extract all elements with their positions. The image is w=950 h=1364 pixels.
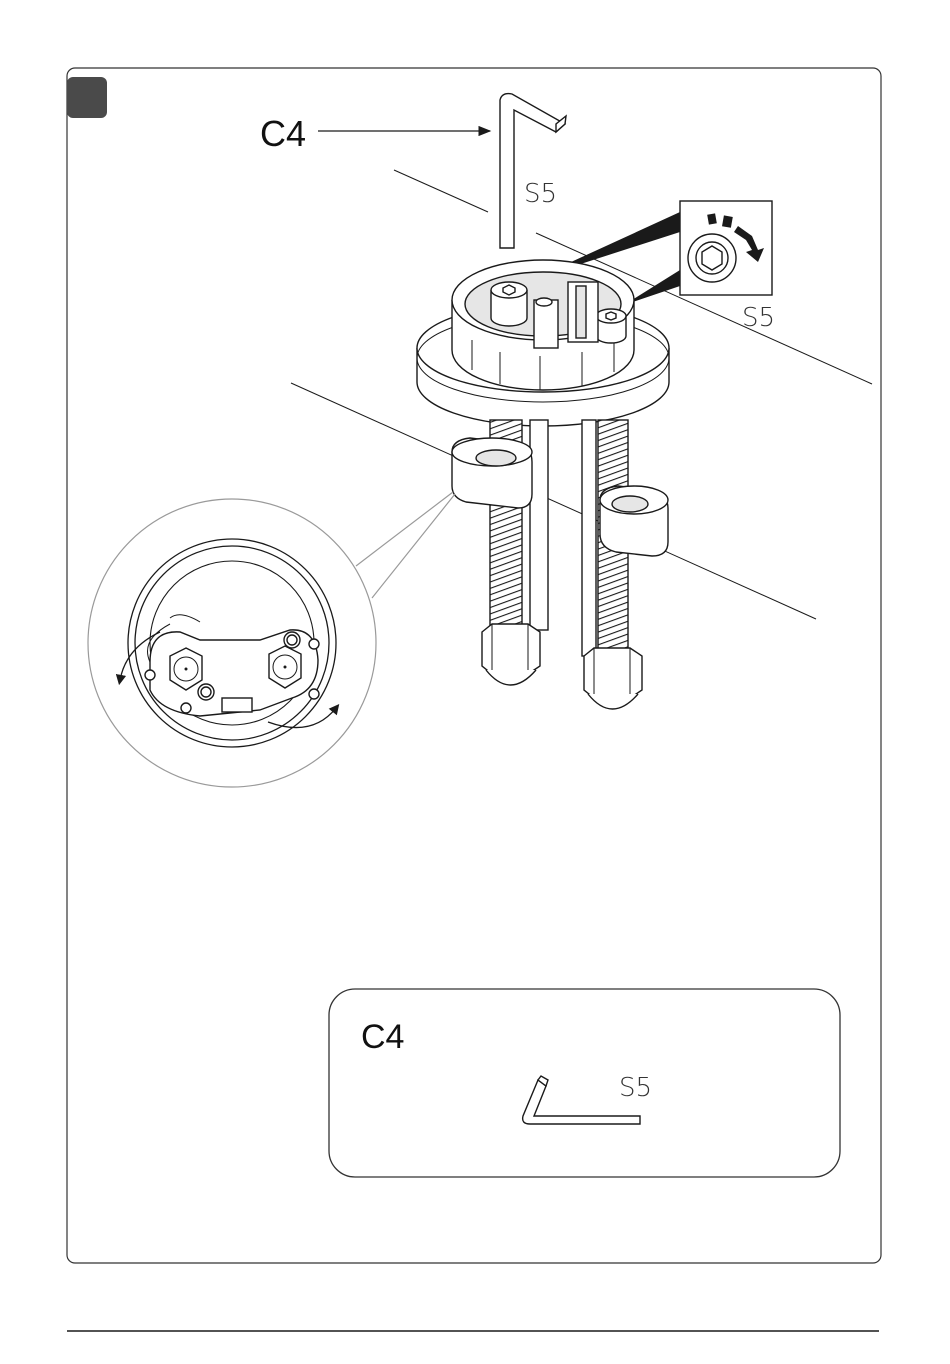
threaded-rod-right xyxy=(582,420,642,709)
tool-legend-box xyxy=(329,989,840,1177)
tool-size-label: S5 xyxy=(524,179,557,209)
flange-assembly xyxy=(417,260,669,426)
allen-key-icon xyxy=(500,94,566,248)
clamp-block-right xyxy=(600,486,668,556)
clamp-block-left xyxy=(452,438,532,508)
tool-code-label: C4 xyxy=(260,113,306,154)
hex-socket-icon xyxy=(702,246,722,270)
step-badge xyxy=(67,77,107,118)
axis-line-upper xyxy=(394,170,488,212)
detail-size-label: S5 xyxy=(742,303,775,333)
zoom-callout xyxy=(88,492,455,787)
legend-tool-code: C4 xyxy=(361,1018,404,1056)
legend-tool-size: S5 xyxy=(619,1073,652,1103)
